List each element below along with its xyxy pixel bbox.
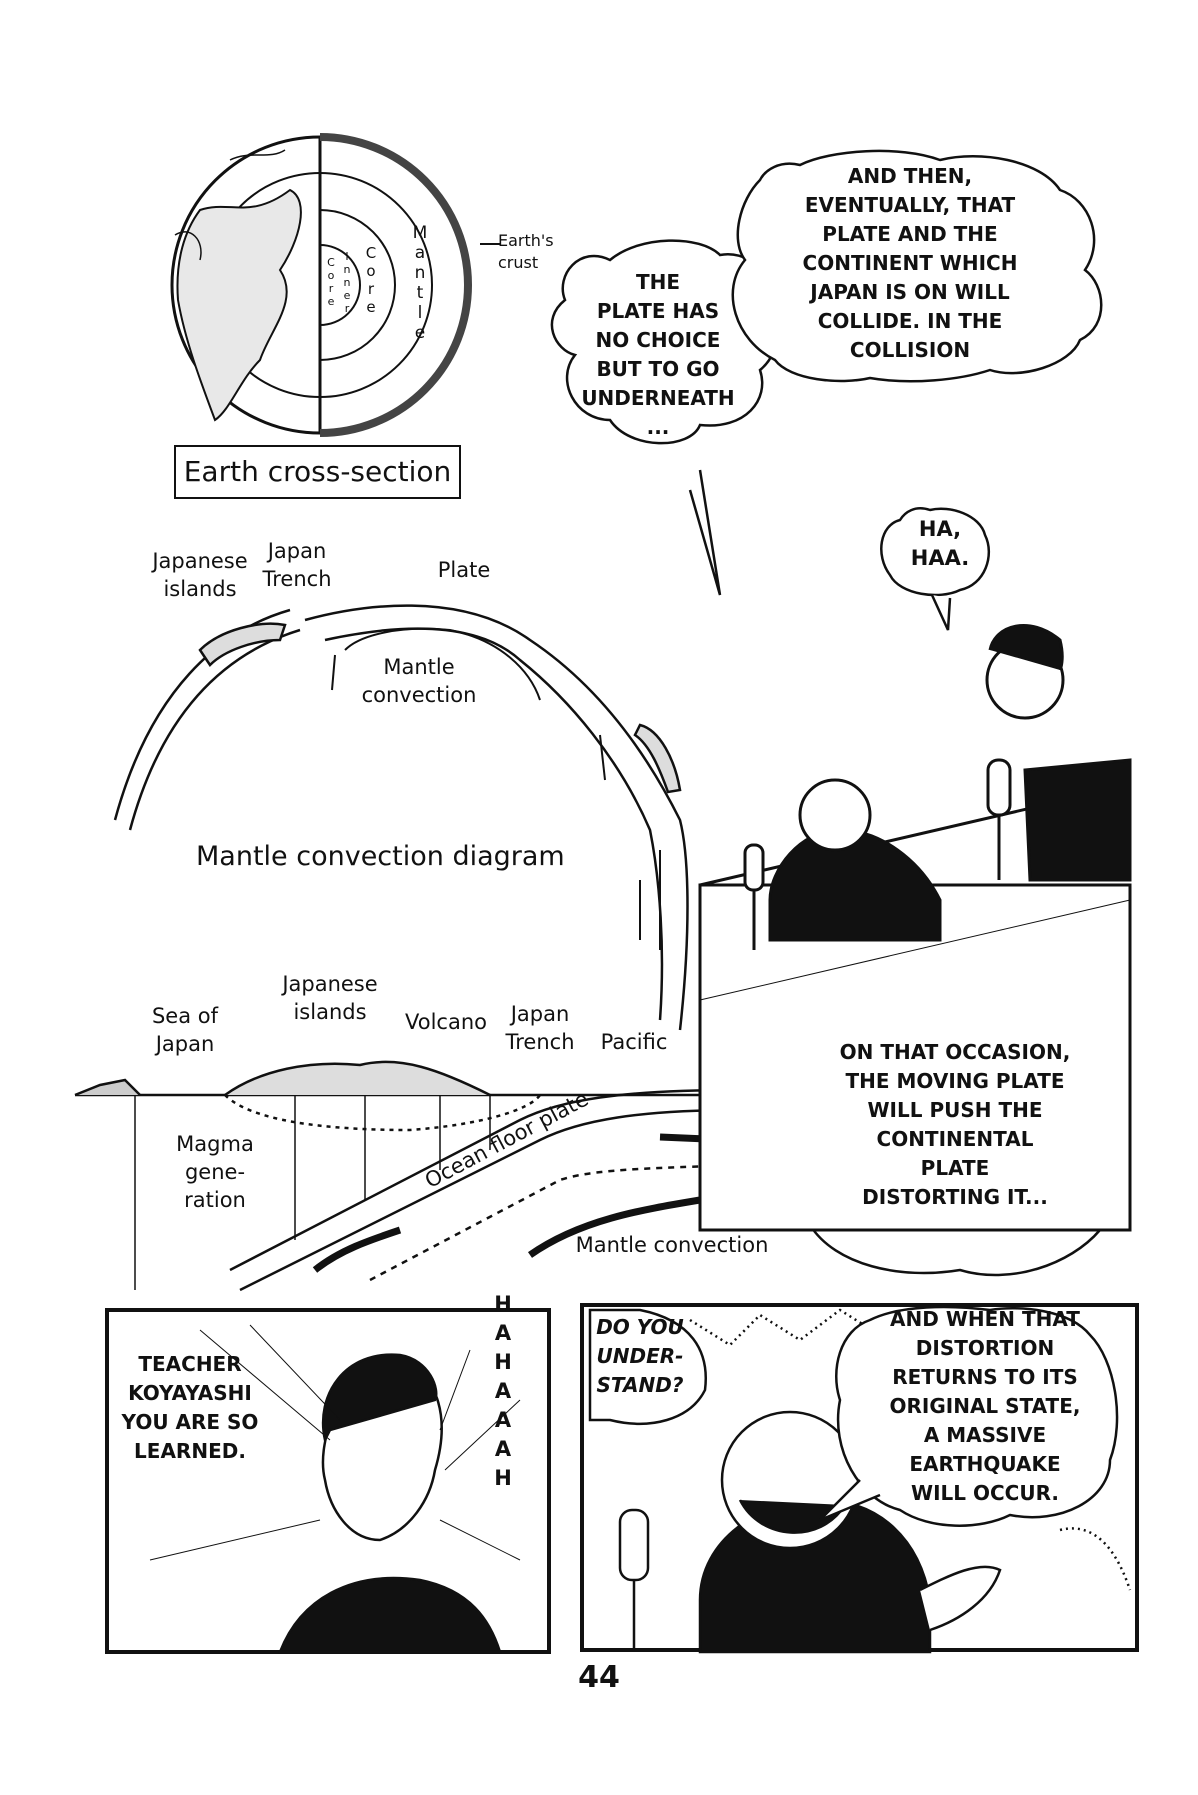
magma-generation-label: Magma gene- ration xyxy=(176,1132,254,1212)
mantle-convection-label: Mantle convection xyxy=(361,655,477,707)
page-number: 44 xyxy=(578,1660,620,1695)
ha-haa-bubble-text: Ha, haa. xyxy=(910,517,970,570)
core-label: C o r e xyxy=(365,244,377,316)
mantle-convection-diagram-title: Mantle convection diagram xyxy=(196,841,565,872)
characters-upper-illustration xyxy=(698,624,1132,1232)
lower-mantle-convection-label: Mantle convection xyxy=(575,1233,769,1257)
japan-trench-label: Japan Trench xyxy=(262,539,332,591)
and-then-bubble-text: And then, eventually, that plate and the… xyxy=(802,164,1018,362)
japanese-islands-label: Japanese islands xyxy=(152,549,248,601)
mantle-label: M a n t l e xyxy=(412,223,428,343)
teacher-learned-bubble-text: Teacher Koyayashi you are so learned. xyxy=(121,1352,259,1463)
on-that-occasion-bubble-text: On that occasion, the moving plate will … xyxy=(839,1040,1071,1209)
do-you-understand-bubble-text: Do you under- stand? xyxy=(596,1315,684,1397)
volcano-label: Volcano xyxy=(405,1010,487,1034)
lower-japanese-islands-label: Japanese islands xyxy=(282,972,378,1024)
inner-core-label: C o r e xyxy=(327,256,335,308)
pacific-label: Pacific xyxy=(600,1030,668,1054)
sea-of-japan-label: Sea of Japan xyxy=(151,1004,219,1056)
mantle-convection-illustration xyxy=(113,604,689,1031)
earth-globe-illustration xyxy=(170,133,472,437)
hahaaaah-shout-text: H A H A A A H xyxy=(494,1292,512,1490)
lower-japan-trench-label: Japan Trench xyxy=(505,1002,575,1054)
bottom-right-panel-art xyxy=(618,1308,1132,1654)
inner-label: I n n e r xyxy=(343,250,351,315)
earths-crust-label: Earth's crust xyxy=(498,231,554,272)
plate-label: Plate xyxy=(437,558,491,582)
and-when-bubble-text: And when that distortion returns to its … xyxy=(889,1307,1081,1505)
bottom-bubble-shapes xyxy=(588,1305,1119,1527)
bottom-left-panel-art xyxy=(149,1324,521,1654)
earth-cross-section-caption: Earth cross-section xyxy=(174,445,461,499)
plate-underneath-bubble-text: The plate has no choice but to go undern… xyxy=(581,270,735,439)
